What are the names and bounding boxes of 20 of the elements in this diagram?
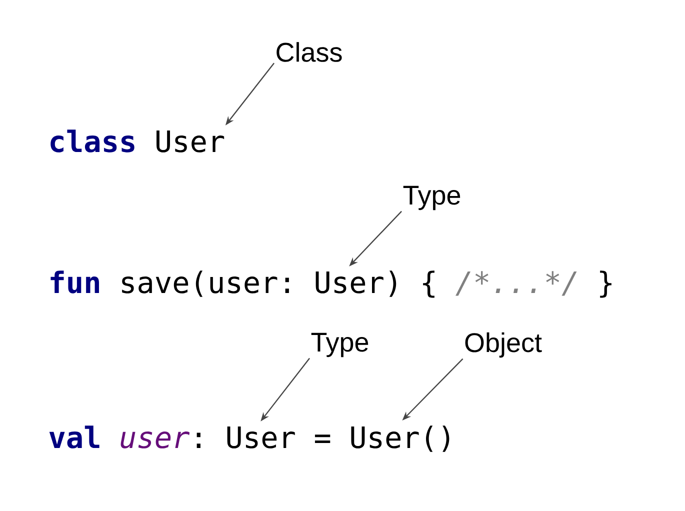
code-text: = xyxy=(314,434,330,443)
code-text: save(user: xyxy=(122,270,289,297)
code-variable: user xyxy=(120,432,190,448)
callout-label: Object xyxy=(465,332,542,358)
code-text: User xyxy=(156,130,224,152)
code-comment: */ xyxy=(546,271,577,296)
code-text: : xyxy=(196,432,200,448)
callout-label: Type xyxy=(311,332,368,358)
code-comment: ... xyxy=(496,288,536,293)
callout-label: Type xyxy=(403,186,460,210)
code-keyword: val xyxy=(49,426,100,448)
code-text: ) { xyxy=(390,270,434,298)
code-text: User() xyxy=(351,426,450,452)
code-comment: /* xyxy=(456,271,488,296)
code-keyword: class xyxy=(50,130,134,152)
code-text: User xyxy=(227,426,295,448)
code-text: } xyxy=(600,270,612,298)
code-keyword: fun xyxy=(50,270,99,294)
callout-label: Class xyxy=(276,42,342,62)
code-text: User xyxy=(316,272,384,294)
